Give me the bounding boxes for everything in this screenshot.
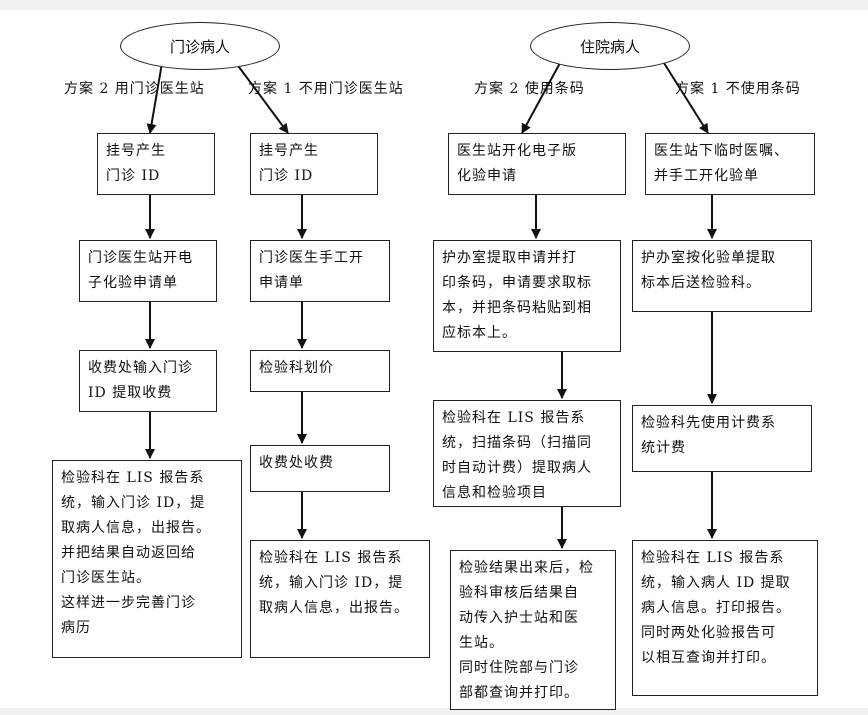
box-line: 检验科划价 xyxy=(259,360,334,376)
ipd1-step-2: 护办室按化验单提取 标本后送检验科。 xyxy=(632,240,812,312)
box-line: 统，扫描条码（扫描同 xyxy=(442,435,592,451)
opd2-step-2: 门诊医生站开电 子化验申请单 xyxy=(79,240,217,302)
ipd1-step-1: 医生站下临时医嘱、 并手工开化验单 xyxy=(645,133,815,195)
oval-outpatient: 门诊病人 xyxy=(120,22,280,70)
box-line: 病历 xyxy=(61,620,91,636)
box-line: 并把结果自动返回给 xyxy=(61,545,196,561)
opd1-step-2: 门诊医生手工开 申请单 xyxy=(250,240,390,302)
ipd1-step-4: 检验科在 LIS 报告系 统，输入病人 ID 提取 病人信息。打印报告。 同时两… xyxy=(632,540,818,696)
box-line: 收费处收费 xyxy=(259,455,334,471)
box-line: 检验科在 LIS 报告系 xyxy=(641,550,785,566)
box-line: 部都查询并打印。 xyxy=(459,685,579,701)
box-line: 取病人信息，出报告。 xyxy=(259,600,409,616)
box-line: 医生站开化电子版 xyxy=(457,143,577,159)
box-line: 以相互查询并打印。 xyxy=(641,650,776,666)
option-label-ipd-2: 方案 2 使用条码 xyxy=(474,81,585,97)
box-line: 挂号产生 xyxy=(259,143,319,159)
box-line: 生站。 xyxy=(459,635,504,651)
box-line: 时自动计费）提取病人 xyxy=(442,460,592,476)
box-line: 门诊 ID xyxy=(259,168,314,184)
oval-inpatient: 住院病人 xyxy=(530,22,690,70)
box-line: 并手工开化验单 xyxy=(654,168,759,184)
connector-arrows xyxy=(145,62,717,549)
opd1-step-1: 挂号产生 门诊 ID xyxy=(250,133,378,195)
ipd1-step-3: 检验科先使用计费系 统计费 xyxy=(632,405,812,472)
box-line: 标本后送检验科。 xyxy=(641,275,761,291)
box-line: 动传入护士站和医 xyxy=(459,610,579,626)
box-line: 验科审核后结果自 xyxy=(459,585,579,601)
box-line: 检验科先使用计费系 xyxy=(641,415,776,431)
box-line: 收费处输入门诊 xyxy=(88,360,193,376)
option-label-opd-1: 方案 1 不用门诊医生站 xyxy=(248,81,404,97)
box-line: 检验结果出来后，检 xyxy=(459,560,594,576)
box-line: 门诊 ID xyxy=(106,168,161,184)
box-line: 检验科在 LIS 报告系 xyxy=(442,410,586,426)
box-line: 挂号产生 xyxy=(106,143,166,159)
box-line: 子化验申请单 xyxy=(88,275,178,291)
box-line: 本，并把条码粘贴到相 xyxy=(442,300,592,316)
box-line: 申请单 xyxy=(259,275,304,291)
opd1-step-4: 收费处收费 xyxy=(250,445,390,492)
box-line: 应标本上。 xyxy=(442,325,517,341)
box-line: 检验科在 LIS 报告系 xyxy=(61,470,205,486)
box-line: 取病人信息，出报告。 xyxy=(61,520,211,536)
ipd2-step-3: 检验科在 LIS 报告系 统，扫描条码（扫描同 时自动计费）提取病人 信息和检验… xyxy=(433,400,621,507)
box-line: 检验科在 LIS 报告系 xyxy=(259,550,403,566)
ipd2-step-4: 检验结果出来后，检 验科审核后结果自 动传入护士站和医 生站。 同时住院部与门诊… xyxy=(450,550,616,710)
option-label-opd-2: 方案 2 用门诊医生站 xyxy=(64,81,205,97)
opd2-step-1: 挂号产生 门诊 ID xyxy=(97,133,215,195)
box-line: 同时住院部与门诊 xyxy=(459,660,579,676)
box-line: 护办室按化验单提取 xyxy=(641,250,776,266)
box-line: 病人信息。打印报告。 xyxy=(641,600,791,616)
box-line: 护办室提取申请并打 xyxy=(442,250,577,266)
ipd2-step-2: 护办室提取申请并打 印条码，申请要求取标 本，并把条码粘贴到相 应标本上。 xyxy=(433,240,621,352)
box-line: 统，输入门诊 ID，提 xyxy=(259,575,404,591)
box-line: ID 提取收费 xyxy=(88,385,173,401)
oval-outpatient-label: 门诊病人 xyxy=(169,37,230,56)
box-line: 信息和检验项目 xyxy=(442,485,547,501)
flowchart-canvas: 门诊病人 住院病人 方案 2 用门诊医生站 方案 1 不用门诊医生站 方案 2 … xyxy=(0,10,868,710)
box-line: 门诊医生手工开 xyxy=(259,250,364,266)
opd1-step-3: 检验科划价 xyxy=(250,350,390,392)
box-line: 印条码，申请要求取标 xyxy=(442,275,592,291)
box-line: 同时两处化验报告可 xyxy=(641,625,776,641)
oval-inpatient-label: 住院病人 xyxy=(579,37,640,56)
box-line: 这样进一步完善门诊 xyxy=(61,595,196,611)
box-line: 统，输入门诊 ID，提 xyxy=(61,495,206,511)
opd2-step-4: 检验科在 LIS 报告系 统，输入门诊 ID，提 取病人信息，出报告。 并把结果… xyxy=(52,460,242,658)
opd1-step-5: 检验科在 LIS 报告系 统，输入门诊 ID，提 取病人信息，出报告。 xyxy=(250,540,430,658)
box-line: 门诊医生站开电 xyxy=(88,250,193,266)
box-line: 统，输入病人 ID 提取 xyxy=(641,575,791,591)
box-line: 化验申请 xyxy=(457,168,517,184)
option-label-ipd-1: 方案 1 不使用条码 xyxy=(675,81,801,97)
box-line: 统计费 xyxy=(641,440,686,456)
ipd2-step-1: 医生站开化电子版 化验申请 xyxy=(448,133,626,195)
box-line: 门诊医生站。 xyxy=(61,570,151,586)
opd2-step-3: 收费处输入门诊 ID 提取收费 xyxy=(79,350,217,412)
box-line: 医生站下临时医嘱、 xyxy=(654,143,789,159)
